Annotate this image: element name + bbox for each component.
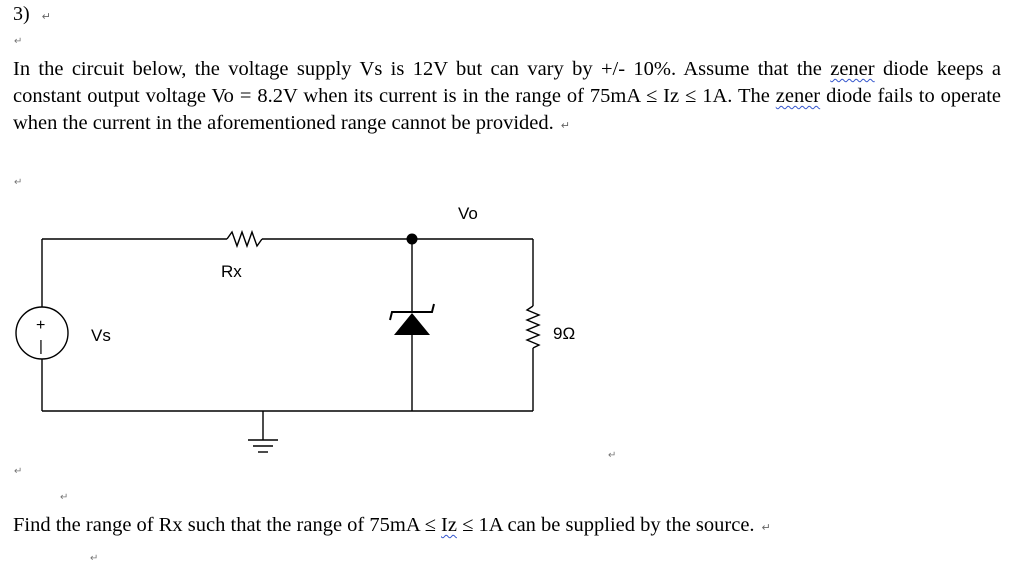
load-resistor	[525, 305, 541, 349]
paragraph-mark-icon: ↵	[754, 521, 771, 534]
zener-diode-triangle	[394, 313, 430, 335]
paragraph-mark-icon: ↵	[34, 10, 51, 23]
problem-text-part3: diode fails to operate when the current …	[13, 85, 1001, 134]
resistor-label: Rx	[221, 262, 242, 281]
paragraph-mark-icon: ↵	[90, 553, 99, 564]
question-iz: Iz	[441, 514, 457, 536]
question-text-part2: ≤ 1A can be supplied by the source.	[456, 514, 755, 536]
problem-number-text: 3)	[13, 3, 30, 25]
output-node-dot	[406, 233, 418, 245]
resistor-rx	[226, 229, 263, 249]
problem-statement: In the circuit below, the voltage supply…	[13, 56, 1001, 139]
zener-word-2: zener	[775, 85, 821, 107]
question-text-part1: Find the range of Rx such that the range…	[13, 514, 441, 536]
zener-bar	[389, 303, 435, 321]
paragraph-mark-icon: ↵	[14, 177, 23, 188]
output-voltage-label: Vo	[458, 204, 478, 223]
zener-word: zener	[830, 58, 875, 80]
paragraph-mark-icon: ↵	[608, 450, 617, 461]
voltage-source	[15, 306, 69, 360]
load-label: 9Ω	[553, 324, 575, 343]
paragraph-mark-icon: ↵	[14, 466, 23, 477]
source-minus-sign: |	[39, 338, 43, 355]
question-statement: Find the range of Rx such that the range…	[13, 512, 771, 541]
source-label: Vs	[91, 326, 111, 345]
source-plus-sign: +	[36, 317, 45, 334]
paragraph-mark-icon: ↵	[14, 36, 23, 47]
problem-text-part2: diode keeps a constant output voltage Vo…	[13, 58, 1001, 107]
problem-number: 3) ↵	[13, 2, 51, 29]
paragraph-mark-icon: ↵	[60, 492, 69, 503]
problem-text-part1: In the circuit below, the voltage supply…	[13, 58, 831, 80]
paragraph-mark-icon: ↵	[553, 119, 570, 132]
